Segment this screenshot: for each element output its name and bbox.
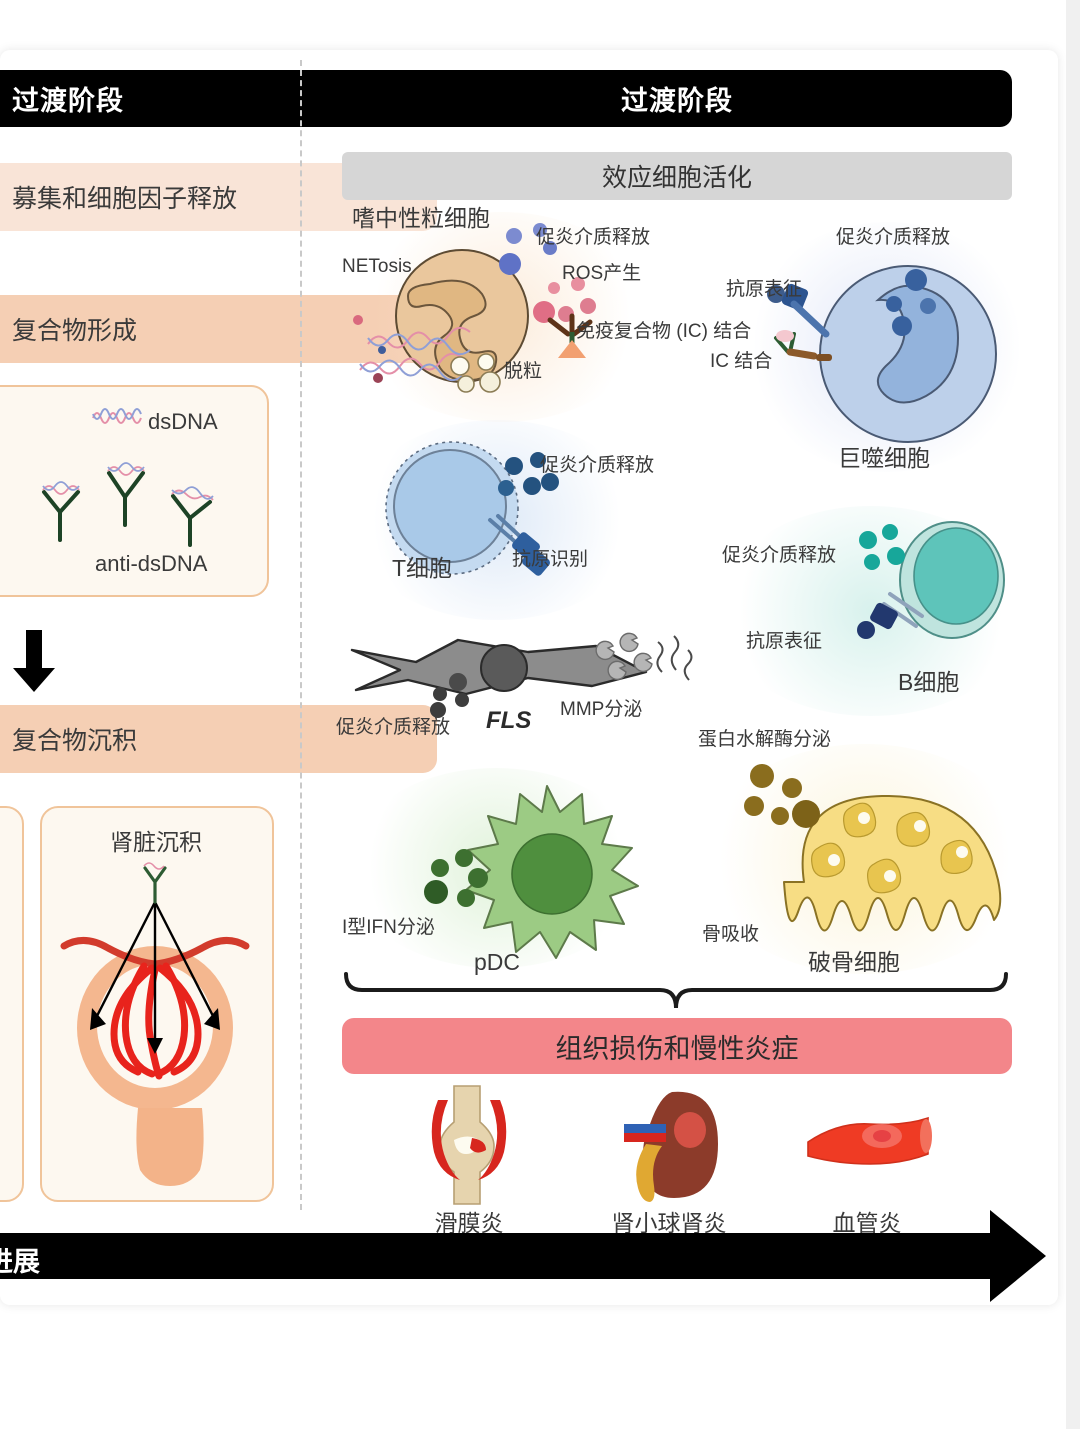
panel-divider [300, 60, 302, 1210]
anti-dsdna-label: anti-dsDNA [95, 551, 208, 576]
fls-name-label: FLS [486, 707, 532, 734]
pdc-icon [465, 785, 639, 959]
antigen-presentation-bcell-icon [857, 592, 924, 639]
pdc-name-label: pDC [474, 949, 521, 975]
osteoclast-name-label: 破骨细胞 [808, 949, 900, 975]
left-bar-complex-deposition: 复合物沉积 [0, 705, 437, 773]
bcell-name-label: B细胞 [898, 669, 960, 695]
tissue-damage-bar: 组织损伤和慢性炎症 [342, 1018, 1012, 1074]
fls-icon [350, 638, 648, 718]
right-stage-header: 过渡阶段 [342, 70, 1012, 127]
osteoclast-resorption-label: 骨吸收 [702, 924, 760, 945]
antigen-presentation-macrophage-icon [767, 283, 830, 338]
progression-label: 进展 [0, 1247, 40, 1277]
neutrophil-netosis-label: NETosis [342, 256, 412, 277]
tcell-mediators-icon [498, 452, 559, 496]
fls-mmp-label: MMP分泌 [560, 699, 643, 720]
tissue-damage-label: 组织损伤和慢性炎症 [555, 1033, 799, 1064]
fls-mediator-label: 促炎介质释放 [336, 717, 451, 738]
synovitis-joint-icon [431, 1085, 507, 1205]
left-stage-header-label: 过渡阶段 [12, 86, 124, 116]
bcell-mediator-label: 促炎介质释放 [722, 545, 837, 566]
tcell-name-label: T细胞 [392, 555, 453, 581]
bcell-mediators-icon [859, 524, 905, 570]
proteolytic-enzyme-icon [744, 764, 820, 828]
glomerulonephritis-kidney-icon [624, 1091, 718, 1202]
effector-activation-bar: 效应细胞活化 [342, 152, 1012, 200]
neutrophil-mediator-label: 促炎介质释放 [536, 227, 651, 248]
macrophage-mediators-icon [886, 269, 936, 336]
degranulation-icon [450, 353, 501, 393]
neutrophil-degranulation-label: 脱粒 [504, 361, 543, 382]
macrophage-mediator-label: 促炎介质释放 [836, 227, 951, 248]
dsdna-helix-icon [92, 408, 142, 424]
tcr-antigen-recognition-icon [488, 514, 550, 576]
progression-arrowhead-icon [990, 1210, 1046, 1302]
dsdna-label: dsDNA [148, 409, 218, 434]
macrophage-antigen-label: 抗原表征 [726, 279, 803, 300]
right-stage-header-label: 过渡阶段 [621, 86, 733, 116]
left-bar-recruitment-label: 募集和细胞因子释放 [12, 185, 238, 213]
left-bar-complex-formation-label: 复合物形成 [12, 317, 138, 345]
kidney-deposition-label: 肾脏沉积 [110, 829, 202, 855]
bcell-antigen-label: 抗原表征 [746, 631, 823, 652]
macrophage-name-label: 巨噬细胞 [838, 445, 930, 471]
neutrophil-ic-binding-label: 免疫复合物 (IC) 结合 [576, 321, 752, 342]
neutrophil-ros-label: ROS产生 [562, 263, 642, 284]
glomerulus-icon [60, 862, 250, 1186]
pdc-ifn-label: I型IFN分泌 [342, 917, 435, 938]
immune-complex-icon [547, 313, 593, 358]
vasculitis-vessel-icon [807, 1116, 932, 1165]
page-right-edge [1066, 0, 1080, 1429]
pdc-ifn-icon [424, 849, 488, 907]
neutrophil-name-label: 嗜中性粒细胞 [352, 205, 490, 231]
tcell-mediator-label: 促炎介质释放 [540, 455, 655, 476]
osteoclast-enzyme-label: 蛋白水解酶分泌 [698, 729, 832, 750]
left-bar-complex-deposition-label: 复合物沉积 [12, 727, 138, 755]
vasculitis-label: 血管炎 [832, 1210, 902, 1236]
progression-bar [0, 1233, 1005, 1279]
tcell-antigen-recognition-label: 抗原识别 [512, 549, 589, 570]
tcell-icon [385, 441, 519, 575]
mmp-secretion-icon [595, 632, 693, 681]
neutrophil-mediators-icon [499, 223, 596, 323]
down-arrow-icon [13, 630, 55, 692]
synovitis-label: 滑膜炎 [434, 1210, 504, 1236]
ic-binding-macrophage-icon [774, 330, 832, 361]
glomerulonephritis-label: 肾小球肾炎 [611, 1210, 727, 1236]
macrophage-icon [819, 265, 997, 443]
osteoclast-icon [783, 794, 1002, 932]
effector-activation-label: 效应细胞活化 [601, 164, 752, 192]
macrophage-ic-label: IC 结合 [710, 351, 773, 372]
net-strands-icon [353, 315, 471, 383]
bcell-icon [899, 521, 1005, 639]
anti-dsdna-antibodies-icon [42, 462, 214, 547]
deposition-box-left [0, 806, 24, 1202]
convergence-brace [344, 972, 1008, 1009]
